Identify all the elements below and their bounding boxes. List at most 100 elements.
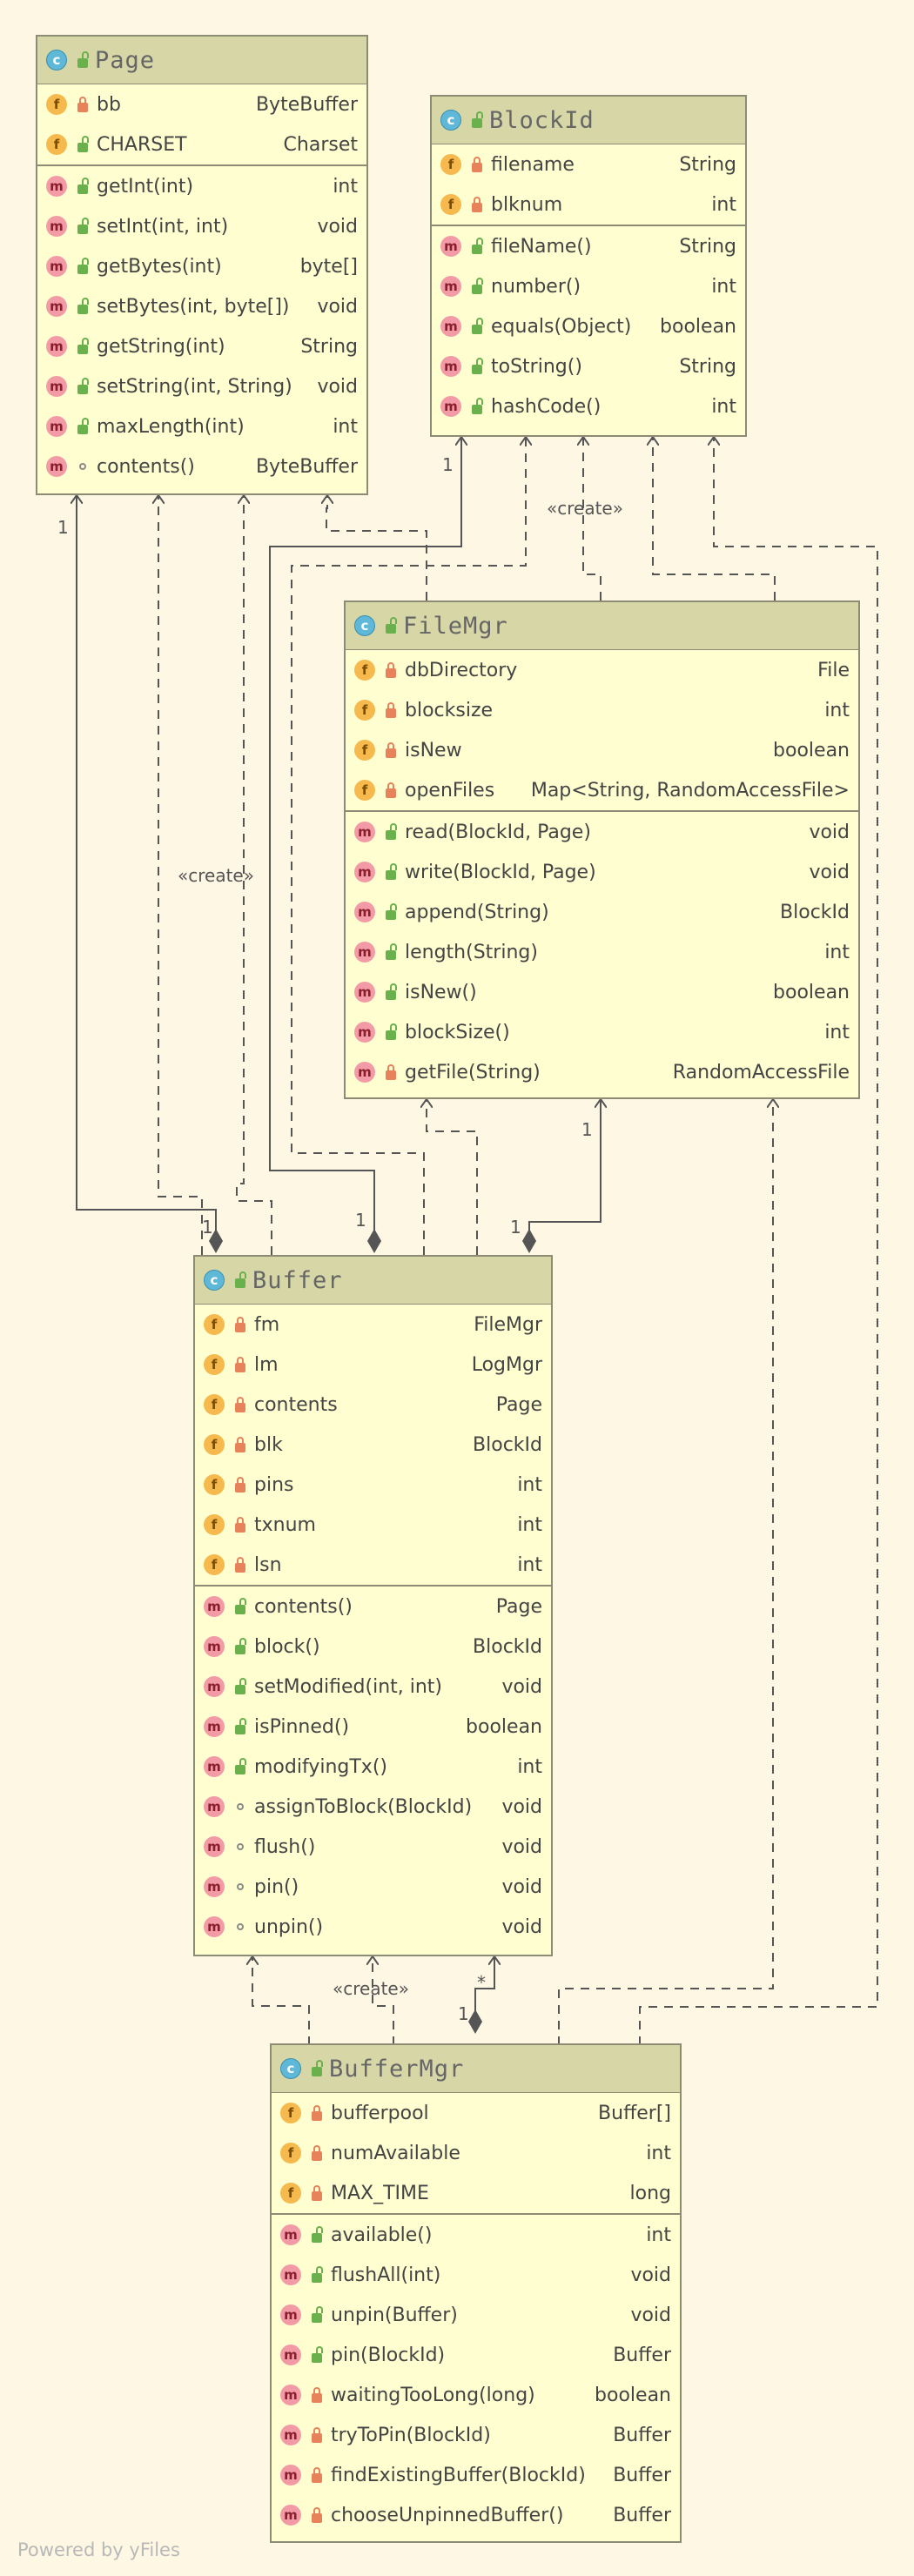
private-lock-icon: [312, 2184, 322, 2201]
field-icon: f: [280, 2183, 301, 2204]
type-label: LogMgr: [471, 1353, 542, 1376]
method-icon: m: [354, 942, 375, 963]
type-label: int: [646, 2224, 671, 2246]
public-unlock-icon: [235, 1637, 246, 1654]
public-unlock-icon: [235, 1271, 246, 1288]
type-label: Buffer: [613, 2344, 671, 2366]
public-unlock-icon: [472, 397, 483, 414]
package-visibility-icon: [237, 1883, 244, 1890]
method-name: setModified(int, int): [254, 1675, 443, 1698]
method-icon: m: [204, 1836, 225, 1857]
field-icon: f: [204, 1394, 225, 1415]
private-lock-icon: [235, 1396, 245, 1412]
private-lock-icon: [312, 2104, 322, 2121]
method-name: setString(int, String): [97, 375, 292, 398]
type-label: int: [517, 1755, 542, 1778]
method-name: modifyingTx(): [254, 1755, 387, 1778]
type-label: void: [809, 821, 850, 843]
private-lock-icon: [77, 96, 88, 112]
method-icon: m: [204, 1636, 225, 1657]
field-icon: f: [440, 154, 461, 175]
private-lock-icon: [312, 2426, 322, 2443]
type-label: void: [501, 1675, 542, 1698]
assoc-buffermgr-buffer: [474, 1956, 494, 2022]
method-icon: m: [46, 256, 67, 277]
private-lock-icon: [312, 2144, 322, 2161]
type-label: void: [630, 2264, 671, 2286]
method-name: append(String): [405, 901, 549, 923]
private-lock-icon: [235, 1516, 245, 1533]
dep-buffermgr-buffer-1: [252, 1956, 310, 2045]
public-unlock-icon: [472, 237, 483, 254]
class-icon: c: [280, 2058, 301, 2079]
type-label: byte[]: [299, 255, 358, 278]
method-icon: m: [354, 982, 375, 1003]
assoc-buffer-page: [77, 495, 217, 1241]
field-icon: f: [354, 700, 375, 721]
field-name: fm: [254, 1313, 280, 1336]
public-unlock-icon: [386, 902, 397, 920]
